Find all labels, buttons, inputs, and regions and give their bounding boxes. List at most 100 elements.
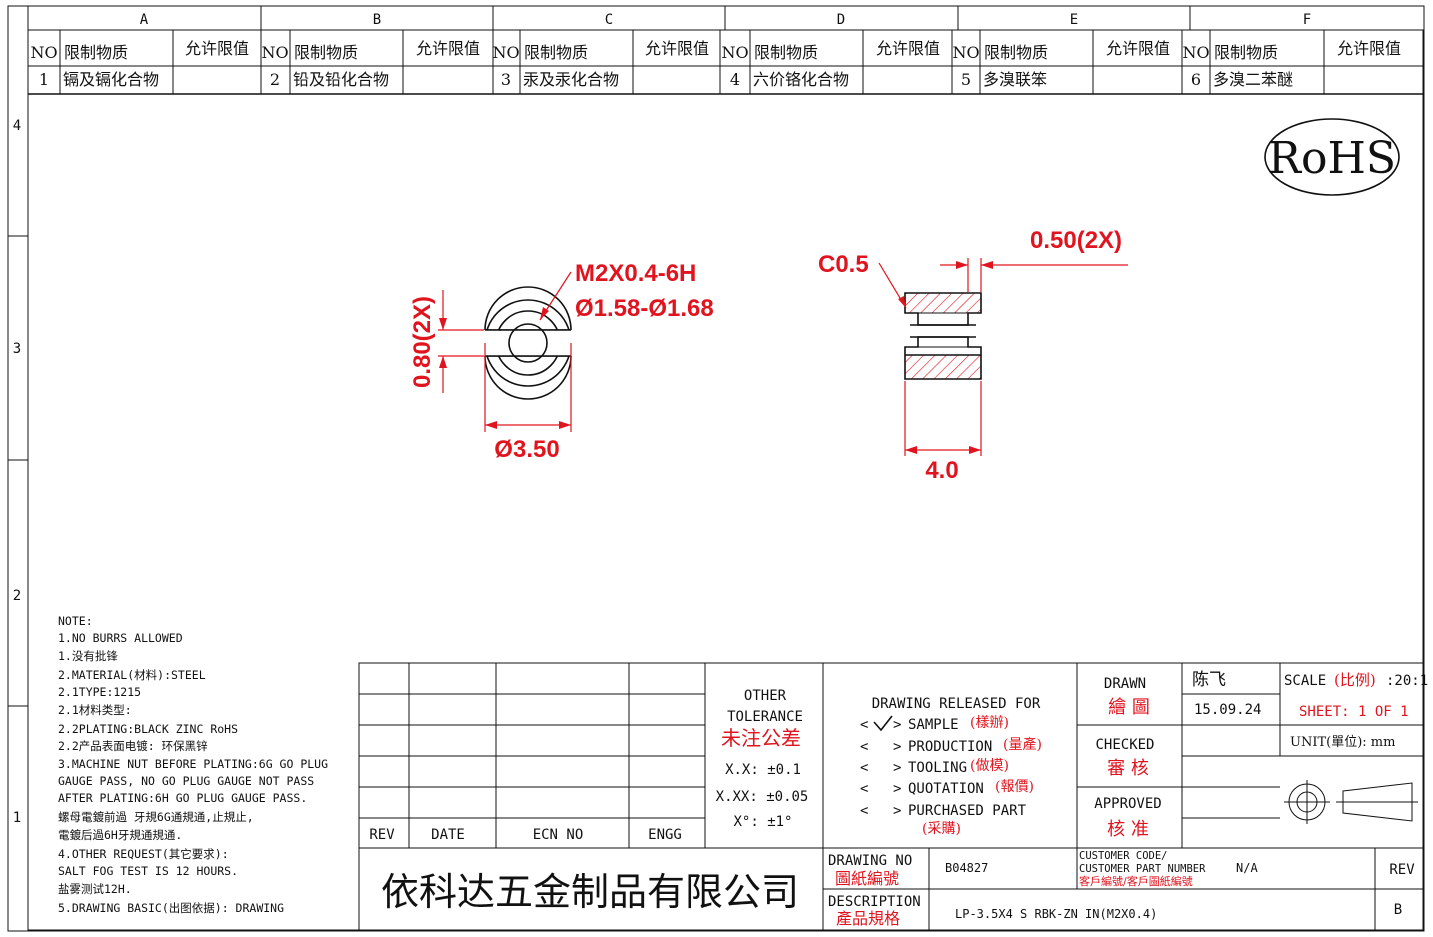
svg-text:>: > (893, 781, 901, 797)
drawn-date: 15.09.24 (1194, 702, 1261, 718)
tolerance-title-1: OTHER (744, 688, 787, 704)
header-no-2: NO (261, 43, 288, 62)
rev-label: REV (1389, 862, 1415, 878)
release-item-production: PRODUCTION (908, 739, 992, 755)
substance-name-2: 铅及铅化合物 (293, 70, 389, 89)
zone-columns: A B C D E F (27, 6, 1311, 30)
tolerance-title-cn: 未注公差 (721, 726, 801, 750)
header-no-1: NO (30, 43, 57, 62)
checkbox-bracket-right: > (893, 717, 901, 733)
front-view-dimensions: 0.80(2X) Ø3.50 M2X0.4-6H Ø1.58-Ø1.68 (409, 260, 714, 463)
zone-rows: 4 3 2 1 (8, 118, 28, 826)
note-line: 2.1材料类型: (58, 703, 132, 717)
release-item-sample: SAMPLE (908, 717, 959, 733)
tolerance-row: X°: ±1° (733, 814, 792, 830)
substance-no-1: 1 (39, 70, 49, 89)
front-view (484, 286, 572, 400)
scale-value: :20:1 (1386, 673, 1428, 689)
approved-label-cn: 核 准 (1107, 819, 1149, 840)
zone-row-3: 3 (13, 341, 21, 357)
header-limit-1: 允许限值 (185, 39, 249, 58)
release-item-sample-cn: (樣辦) (970, 714, 1009, 731)
side-view (904, 292, 982, 380)
header-substance-1: 限制物质 (64, 43, 128, 62)
note-line: NOTE: (58, 614, 93, 628)
description-value: LP-3.5X4 S RBK-ZN IN(M2X0.4) (955, 907, 1157, 921)
header-no-3: NO (492, 43, 519, 62)
release-title: DRAWING RELEASED FOR (872, 696, 1041, 712)
drawn-by: 陈飞 (1192, 670, 1226, 690)
checked-label-cn: 審 核 (1107, 758, 1149, 779)
length-dim: 4.0 (925, 457, 958, 484)
zone-label-c: C (605, 12, 613, 28)
release-item-tooling-cn: (做模) (970, 758, 1009, 774)
checkmark-icon (873, 715, 893, 732)
note-line: 盐雾测试12H. (58, 882, 132, 896)
note-line: 2.2产品表面电镀: 环保黑锌 (58, 739, 208, 753)
substance-no-5: 5 (961, 70, 971, 89)
svg-text:>: > (893, 803, 901, 819)
note-line: 1.没有批锋 (58, 649, 118, 663)
zone-label-a: A (140, 12, 149, 28)
customer-code-label-cn: 客戶編號/客戶圖紙編號 (1079, 874, 1193, 888)
side-view-dimensions: C0.5 0.50(2X) 4.0 (818, 227, 1128, 484)
header-limit-2: 允许限值 (416, 39, 480, 58)
note-line: 4.OTHER REQUEST(其它要求): (58, 847, 229, 861)
svg-text:<: < (860, 803, 868, 819)
note-line: 螺母電鍍前過 牙規6G通規通,止規止, (58, 810, 254, 824)
date-header: DATE (431, 827, 465, 843)
drawing-no-label-cn: 圖紙編號 (835, 869, 899, 888)
header-substance-4: 限制物质 (754, 43, 818, 62)
substance-name-5: 多溴联笨 (983, 70, 1047, 89)
release-item-tooling: TOOLING (908, 760, 967, 776)
release-item-purchased: PURCHASED PART (908, 803, 1027, 819)
header-substance-5: 限制物质 (984, 43, 1048, 62)
header-no-5: NO (952, 43, 979, 62)
release-item-quotation-cn: (報價) (995, 778, 1034, 795)
header-substance-6: 限制物质 (1214, 43, 1278, 62)
note-line: 3.MACHINE NUT BEFORE PLATING:6G GO PLUG (58, 757, 328, 771)
header-limit-3: 允许限值 (645, 39, 709, 58)
checkbox-bracket-left: < (860, 717, 868, 733)
svg-text:<: < (860, 739, 868, 755)
substance-name-3: 汞及汞化合物 (523, 70, 619, 89)
thread-spec: M2X0.4-6H (575, 260, 696, 287)
tolerance-block: OTHER TOLERANCE 未注公差 X.X: ±0.1 X.XX: ±0.… (704, 662, 824, 849)
description-label: DESCRIPTION (828, 894, 921, 910)
note-line: 2.MATERIAL(材料):STEEL (58, 668, 206, 682)
rohs-logo: RoHS (1264, 118, 1400, 196)
substance-name-4: 六价铬化合物 (753, 70, 849, 89)
note-line: 1.NO BURRS ALLOWED (58, 631, 183, 645)
outer-diameter-dim: Ø3.50 (494, 436, 559, 463)
scale-label-cn: (比例) (1334, 671, 1376, 689)
description-label-cn: 產品規格 (836, 909, 900, 928)
rev-header: REV (369, 827, 395, 843)
unit-label: UNIT(單位): mm (1290, 735, 1395, 750)
header-no-6: NO (1182, 43, 1209, 62)
rohs-text: RoHS (1268, 133, 1396, 184)
header-no-4: NO (721, 43, 748, 62)
note-line: 2.2PLATING:BLACK ZINC RoHS (58, 722, 238, 736)
zone-label-d: D (837, 12, 845, 28)
rev-value: B (1394, 902, 1402, 918)
groove-width-dim: 0.50(2X) (1030, 227, 1122, 254)
release-item-production-cn: (量產) (1003, 736, 1042, 753)
zone-row-1: 1 (13, 810, 21, 826)
company-name: 依科达五金制品有限公司 (381, 870, 799, 914)
zone-label-b: B (373, 12, 381, 28)
header-limit-4: 允许限值 (876, 39, 940, 58)
note-line: SALT FOG TEST IS 12 HOURS. (58, 864, 238, 878)
projection-symbol-icon (1284, 780, 1418, 824)
release-item-quotation: QUOTATION (908, 781, 984, 797)
outer-border (7, 5, 1425, 932)
drawing-number: B04827 (945, 861, 988, 875)
svg-text:>: > (893, 760, 901, 776)
engg-header: ENGG (648, 827, 682, 843)
svg-text:<: < (860, 760, 868, 776)
zone-row-4: 4 (13, 118, 21, 134)
zone-row-2: 2 (13, 588, 21, 604)
slot-width-dim: 0.80(2X) (409, 296, 436, 388)
revision-table: REV DATE ECN NO ENGG (358, 662, 706, 849)
substance-name-1: 镉及镉化合物 (63, 70, 159, 89)
